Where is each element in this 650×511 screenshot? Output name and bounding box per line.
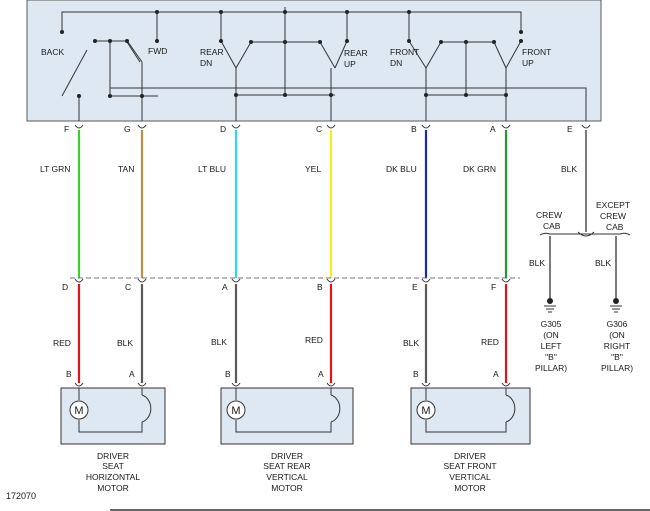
g306-5: PILLAR) [601,363,633,373]
switch-terminal-cups [74,124,591,129]
motor3-name-3: VERTICAL [449,472,491,482]
label-front-up-2: UP [522,58,534,68]
seat-switch-housing [26,0,602,122]
g306-2: (ON [609,330,625,340]
switch-pin-g: G [124,124,131,134]
inline-connector-cups [74,278,511,283]
wire-label-yel: YEL [305,164,321,174]
switch-pin-c: C [316,124,322,134]
g305-3: LEFT [541,341,562,351]
upper-wires [77,130,508,278]
motor3-name-1: DRIVER [454,451,486,461]
motor2-pin-a: A [318,369,324,379]
switch-pin-b: B [411,124,417,134]
label-rear-up-2: UP [344,59,356,69]
motor2-name-2: SEAT REAR [263,461,310,471]
label-rear-dn-2: DN [200,58,212,68]
wire-label-lt-blu: LT BLU [198,164,226,174]
g306-4: "B" [611,352,623,362]
label-rear-up-1: REAR [344,48,368,58]
wire-label-blk-3: BLK [403,338,419,348]
split-except-2: CREW [600,211,626,221]
wire-label-dk-blu: DK BLU [386,164,417,174]
wire-label-blk-1: BLK [117,338,133,348]
motor-front-vertical-m: M [421,405,430,417]
motor2-name-3: VERTICAL [266,472,308,482]
motor-rear-vertical-m: M [231,405,240,417]
split-except-3: CAB [606,222,624,232]
connector-pin-a: A [222,282,228,292]
switch-pin-e: E [567,124,573,134]
motor1-name-4: MOTOR [97,483,128,493]
motor3-name-2: SEAT FRONT [443,461,496,471]
motor1-name-2: SEAT [102,461,124,471]
label-back: BACK [41,47,64,57]
split-crew-1: CREW [536,210,562,220]
motor3-pin-a: A [493,369,499,379]
wire-label-red-3: RED [481,337,499,347]
motor-horizontal-symbol [69,400,89,420]
g306-3: RIGHT [604,341,630,351]
g306-1: G306 [607,319,628,329]
label-front-up-1: FRONT [522,47,551,57]
motor2-pin-b: B [225,369,231,379]
ground-g305-symbol [544,298,556,313]
motor-horizontal: M [60,387,166,445]
connector-pin-c: C [125,282,131,292]
wire-label-lt-grn: LT GRN [40,164,70,174]
motor1-pin-a: A [129,369,135,379]
connector-pin-b: B [317,282,323,292]
motor3-pin-b: B [413,369,419,379]
ground-split-lines [539,231,631,237]
label-front-dn-1: FRONT [390,47,419,57]
motor1-name-1: DRIVER [97,451,129,461]
motor-horizontal-m: M [74,405,83,417]
split-except-1: EXCEPT [596,200,630,210]
wire-label-dk-grn: DK GRN [463,164,496,174]
label-front-dn-2: DN [390,58,402,68]
motor2-name-1: DRIVER [271,451,303,461]
motor1-pin-b: B [66,369,72,379]
figure-number: 172070 [6,491,36,501]
connector-pin-d: D [62,282,68,292]
ground-g306-symbol [610,298,622,313]
switch-pin-a: A [490,124,496,134]
split-crew-2: CAB [543,221,561,231]
motor-front-vertical-symbol [416,400,436,420]
wire-label-blk-g306: BLK [595,258,611,268]
switch-junction-dots [60,10,523,98]
switch-pin-f: F [64,124,69,134]
motor-terminal-cups [74,382,511,387]
lower-wires [77,284,508,383]
g305-5: PILLAR) [535,363,567,373]
switch-pin-d: D [220,124,226,134]
label-rear-dn-1: REAR [200,47,224,57]
wire-label-red-1: RED [53,338,71,348]
motor1-name-3: HORIZONTAL [86,472,140,482]
g305-1: G305 [541,319,562,329]
motor3-name-4: MOTOR [454,483,485,493]
connector-pin-e: E [412,282,418,292]
wire-label-tan: TAN [118,164,134,174]
wire-label-blk-2: BLK [211,337,227,347]
wire-label-blk-g305: BLK [529,258,545,268]
label-fwd: FWD [148,46,167,56]
g305-2: (ON [543,330,559,340]
motor2-name-4: MOTOR [271,483,302,493]
g305-4: "B" [545,352,557,362]
connector-pin-f: F [491,282,496,292]
motor-rear-vertical-symbol [226,400,246,420]
wire-label-red-2: RED [305,335,323,345]
motor-rear-vertical: M [220,387,354,445]
motor-front-vertical: M [410,387,531,445]
wire-label-blk-ground: BLK [561,164,577,174]
